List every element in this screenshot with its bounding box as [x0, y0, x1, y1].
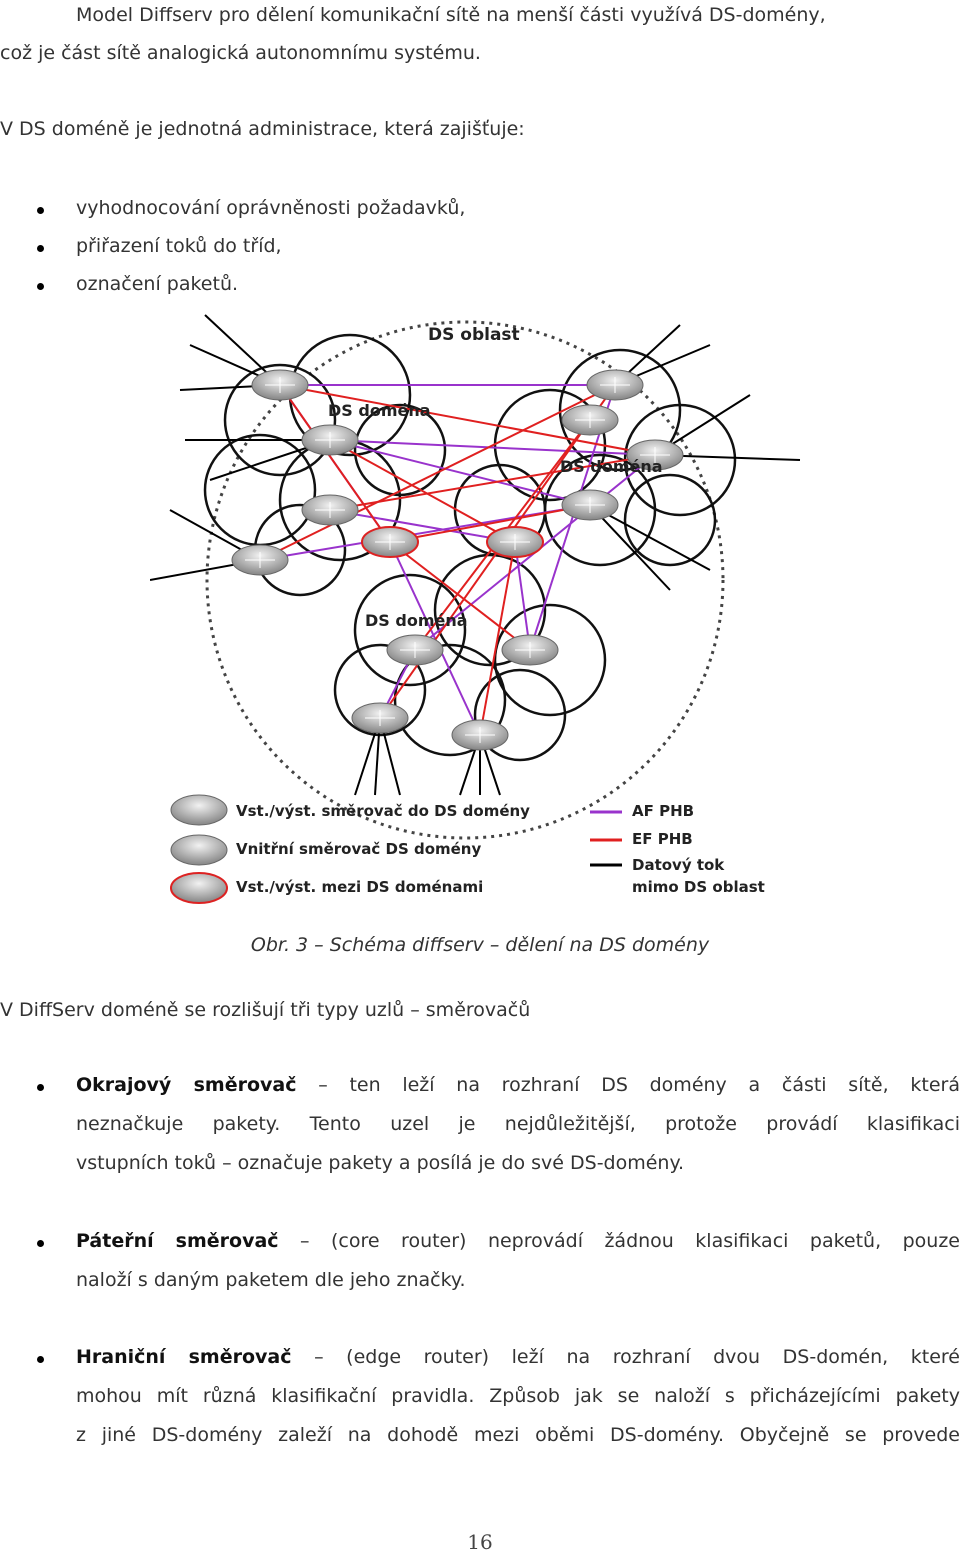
type-1-line-3: vstupních toků – označuje pakety a posíl…: [76, 1152, 685, 1174]
type-1-line-2: neznačkuje pakety. Tento uzel je nejdůle…: [76, 1113, 960, 1135]
caption-text: Schéma diffserv – dělení na DS domény: [329, 934, 710, 956]
bullet-dot: [37, 1240, 44, 1247]
type-2-term: Páteřní směrovač: [76, 1230, 279, 1252]
admin-item-1: vyhodnocování oprávněnosti požadavků,: [76, 197, 466, 219]
routers: [231, 369, 684, 751]
domain-label-right: DS doména: [560, 457, 663, 476]
router-icon: [501, 634, 559, 666]
bullet-dot: [37, 1084, 44, 1091]
cloud-domain-bottom: [333, 553, 607, 762]
legend-ef-label: EF PHB: [632, 830, 693, 848]
type-2-line-2: naloží s daným paketem dle jeho značky.: [76, 1269, 466, 1291]
bullet-dot: [37, 245, 44, 252]
intro-line-1: Model Diffserv pro dělení komunikační sí…: [76, 4, 826, 26]
domain-label-top-left: DS doména: [328, 401, 431, 420]
router-icon: [561, 404, 619, 436]
router-icon: [561, 489, 619, 521]
router-icon: [231, 544, 289, 576]
caption-prefix: Obr. 3 –: [250, 934, 324, 956]
cloud-domain-right: [453, 348, 737, 567]
intro-line-2: což je část sítě analogická autonomnímu …: [0, 42, 481, 64]
types-intro: V DiffServ doméně se rozlišují tři typy …: [0, 999, 531, 1021]
router-icon: [586, 369, 644, 401]
router-icon: [351, 702, 409, 734]
diffserv-diagram: DS oblast DS doména DS doména DS doména …: [150, 314, 801, 904]
type-3-line-1: Hraniční směrovač – (edge router) leží n…: [76, 1346, 960, 1368]
figure-caption: Obr. 3 – Schéma diffserv – dělení na DS …: [0, 933, 960, 957]
type-2-line-1: Páteřní směrovač – (core router) neprová…: [76, 1230, 960, 1252]
legend-border-router-icon: [170, 872, 228, 904]
router-icon: [301, 494, 359, 526]
legend-flow-label-1: Datový tok: [632, 856, 725, 874]
admin-intro: V DS doméně je jednotná administrace, kt…: [0, 118, 525, 140]
router-icon: [251, 369, 309, 401]
admin-item-3: označení paketů.: [76, 273, 239, 295]
type-1-term: Okrajový směrovač: [76, 1074, 297, 1096]
bullet-dot: [37, 1356, 44, 1363]
legend: Vst./výst. směrovač do DS domény Vnitřní…: [170, 794, 765, 904]
bullet-dot: [37, 283, 44, 290]
type-1-line-1: Okrajový směrovač – ten leží na rozhraní…: [76, 1074, 960, 1096]
bullet-dot: [37, 207, 44, 214]
router-icon: [451, 719, 509, 751]
router-icon: [301, 424, 359, 456]
legend-ingress-label: Vst./výst. směrovač do DS domény: [236, 802, 530, 820]
border-router-icon: [361, 526, 419, 558]
legend-ingress-router-icon: [170, 794, 228, 826]
type-3-line-2: mohou mít různá klasifikační pravidla. Z…: [76, 1385, 960, 1407]
legend-flow-label-2: mimo DS oblast: [632, 878, 765, 896]
router-icon: [626, 439, 684, 471]
type-3-line-3: z jiné DS-domény zaleží na dohodě mezi o…: [76, 1424, 960, 1446]
ds-area-label: DS oblast: [428, 325, 520, 345]
router-icon: [386, 634, 444, 666]
legend-core-label: Vnitřní směrovač DS domény: [236, 840, 481, 858]
legend-border-label: Vst./výst. mezi DS doménami: [236, 878, 483, 896]
page-number: 16: [467, 1530, 493, 1554]
legend-af-label: AF PHB: [632, 802, 694, 820]
domain-label-bottom: DS doména: [365, 611, 468, 630]
type-3-term: Hraniční směrovač: [76, 1346, 292, 1368]
ds-area-boundary: [205, 320, 725, 840]
admin-item-2: přiřazení toků do tříd,: [76, 235, 282, 257]
border-router-icon: [486, 526, 544, 558]
legend-core-router-icon: [170, 834, 228, 866]
